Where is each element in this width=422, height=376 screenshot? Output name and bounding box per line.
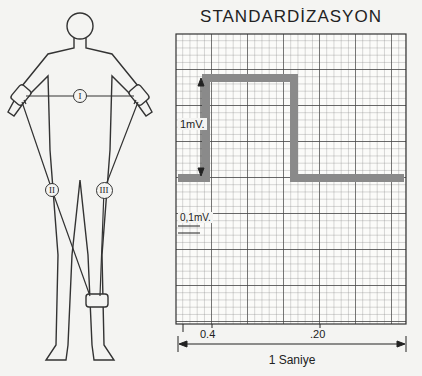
voltage-label: 1mV.: [178, 118, 207, 130]
grid-paper: [176, 34, 406, 324]
lead-circle: III: [96, 182, 113, 199]
lead-wire: [22, 96, 138, 296]
grid-minor: [176, 34, 406, 324]
grid-title: STANDARDİZASYON: [200, 8, 382, 27]
calibration-trace: [178, 78, 404, 178]
lead-circle: II: [45, 183, 59, 197]
electrode-cuff: [10, 84, 150, 307]
grid-major: [176, 34, 406, 324]
time-label: .20: [308, 328, 327, 340]
lead-number: I: [79, 91, 82, 101]
lead-circle: I: [73, 89, 87, 103]
time-label: 0.4: [198, 328, 217, 340]
duration-label: 1 Saniye: [269, 354, 316, 367]
voltage-label: 0,1mV.: [178, 212, 213, 223]
dimension-arrow: [178, 78, 204, 233]
lead-number: III: [100, 185, 109, 195]
human-figure: [8, 13, 152, 360]
lead-number: II: [49, 185, 55, 195]
time-arrow: [178, 324, 406, 352]
